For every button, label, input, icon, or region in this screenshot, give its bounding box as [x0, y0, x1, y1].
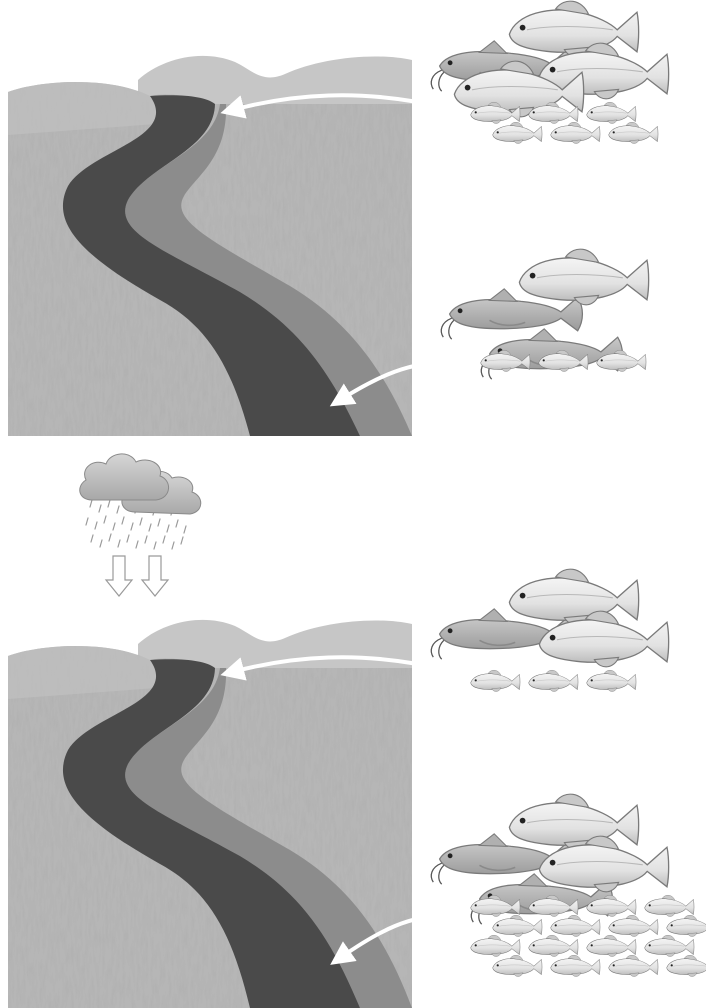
rain-cloud-icon [80, 454, 201, 549]
small-fish-icon [493, 955, 542, 976]
cloud-front [80, 454, 169, 500]
small-fish-icon [609, 122, 658, 143]
small-fish-icon [493, 122, 542, 143]
small-fish-icon [493, 915, 542, 936]
small-fish-icon [587, 935, 636, 956]
upstream-fish-school-2 [431, 569, 668, 691]
small-fish-icon [667, 915, 706, 936]
large-fish-icon [519, 249, 648, 305]
large-fish-icon [509, 1, 638, 57]
small-fish-icon [645, 895, 694, 916]
small-fish-icon [471, 935, 520, 956]
small-fish-icon [529, 935, 578, 956]
down-arrow-icon [142, 556, 168, 596]
small-fish-icon [551, 122, 600, 143]
large-fish-icon [509, 569, 638, 625]
large-fish-icon [509, 794, 638, 850]
small-fish-icon [587, 102, 636, 123]
small-fish-icon [551, 915, 600, 936]
small-fish-icon [587, 670, 636, 691]
small-fish-icon [551, 955, 600, 976]
small-fish-icon [667, 955, 706, 976]
small-fish-icon [609, 955, 658, 976]
fish-schools [431, 1, 706, 976]
upstream-fish-school-1 [431, 1, 668, 143]
small-fish-icon [609, 915, 658, 936]
landscape-panel-1 [8, 56, 412, 436]
down-arrows [106, 556, 168, 596]
downstream-fish-school-1 [441, 249, 648, 379]
downstream-fish-school-2 [431, 794, 706, 976]
down-arrow-icon [106, 556, 132, 596]
small-fish-icon [529, 670, 578, 691]
small-fish-icon [471, 670, 520, 691]
small-fish-icon [645, 935, 694, 956]
